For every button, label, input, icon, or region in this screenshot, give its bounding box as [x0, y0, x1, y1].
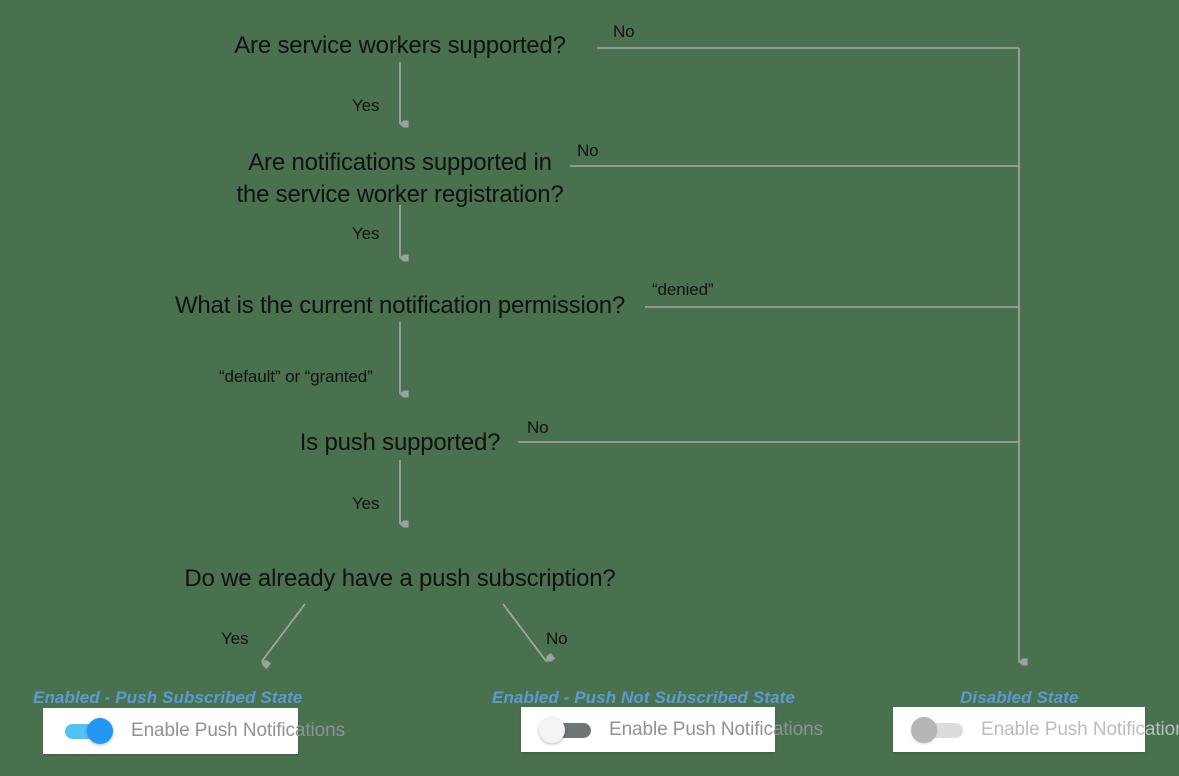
outcome-card-disabled: Enable Push Notifications [893, 707, 1179, 752]
edge-label-permission-default-granted: “default” or “granted” [219, 367, 373, 386]
edge-label-push-supported-yes: Yes [352, 494, 380, 513]
decision-service-workers-text: Are service workers supported? [234, 32, 566, 59]
toggle-push-not-subscribed[interactable] [539, 716, 595, 744]
decision-push-subscription-text: Do we already have a push subscription? [184, 565, 616, 592]
toggle-knob [539, 716, 565, 743]
edge-label-notifications-no: No [577, 141, 599, 160]
toggle-label-enabled-not-subscribed: Enable Push Notifications [609, 718, 824, 740]
toggle-knob [87, 718, 113, 744]
edge-label-notifications-yes: Yes [352, 224, 380, 243]
state-label-disabled: Disabled State [960, 688, 1079, 707]
state-label-enabled-subscribed: Enabled - Push Subscribed State [33, 688, 303, 707]
toggle-push-disabled [911, 716, 967, 744]
decision-notifications-supported: Are notifications supported in the servi… [100, 147, 700, 210]
outcome-card-enabled-subscribed: Enable Push Notifications [43, 708, 345, 754]
outcome-card-enabled-not-subscribed: Enable Push Notifications [521, 707, 823, 752]
decision-push-supported: Is push supported? [0, 427, 800, 459]
toggle-knob [911, 716, 937, 743]
state-label-enabled-not-subscribed: Enabled - Push Not Subscribed State [492, 688, 795, 707]
edge-label-service-workers-no: No [613, 22, 635, 41]
decision-push-subscription: Do we already have a push subscription? [0, 563, 800, 595]
toggle-label-disabled: Enable Push Notifications [981, 718, 1179, 740]
edge-label-subscription-yes: Yes [221, 629, 249, 648]
edge-label-push-supported-no: No [527, 418, 549, 437]
decision-notification-permission-text: What is the current notification permiss… [174, 292, 626, 319]
decision-notifications-supported-line1: Are notifications supported in [248, 149, 552, 176]
decision-notification-permission: What is the current notification permiss… [0, 290, 800, 322]
toggle-label-enabled-subscribed: Enable Push Notifications [131, 720, 346, 741]
decision-service-workers: Are service workers supported? [0, 30, 800, 62]
decision-notifications-supported-line2: the service worker registration? [236, 180, 564, 208]
toggle-push-enabled-subscribed[interactable] [61, 717, 117, 745]
edge-label-permission-denied: “denied” [652, 280, 714, 299]
edge-label-subscription-no: No [546, 629, 568, 648]
decision-push-supported-text: Is push supported? [299, 429, 501, 456]
edge-label-service-workers-yes: Yes [352, 96, 380, 115]
